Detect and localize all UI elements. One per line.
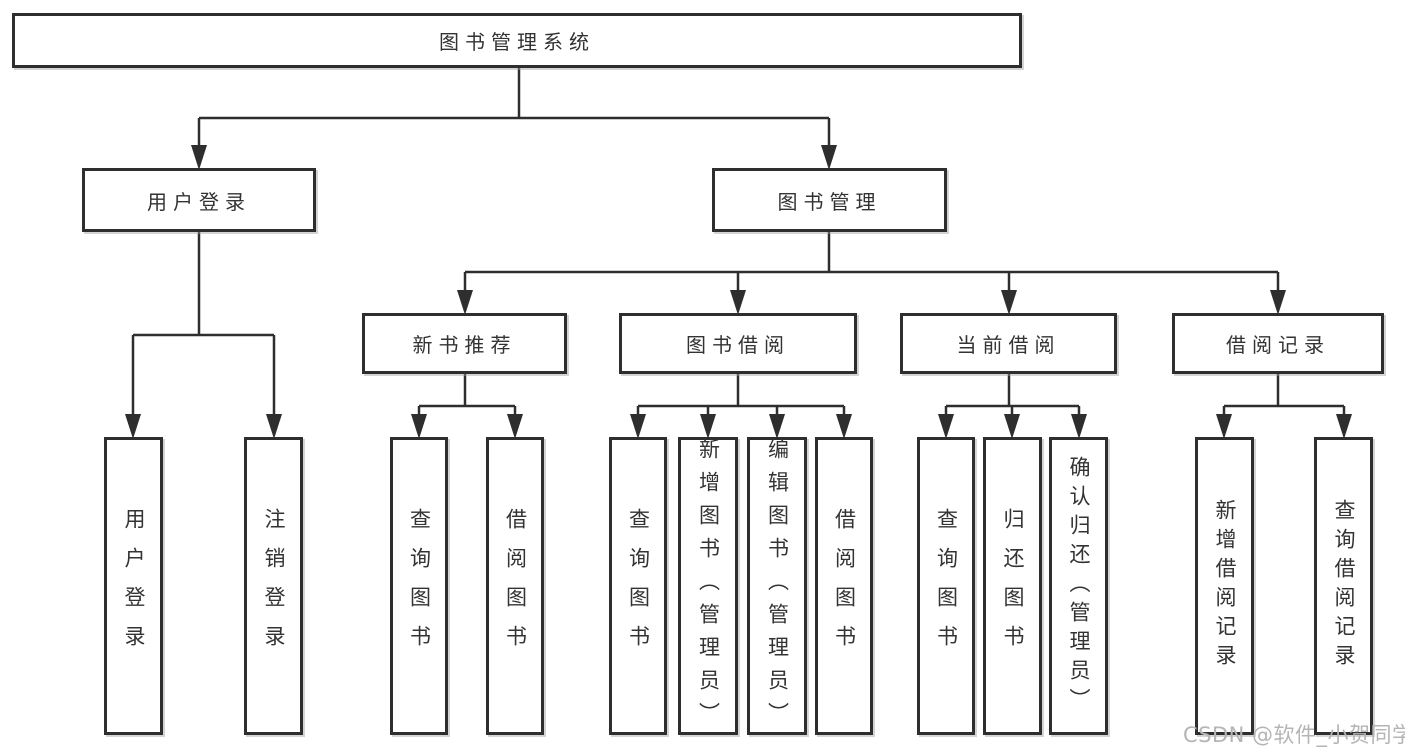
node-label: 借阅记录 xyxy=(1226,333,1330,357)
node-borrowing-records: 借阅记录 xyxy=(1172,313,1384,374)
leaf-edit-books-admin: 编辑图书（管理员） xyxy=(747,437,807,735)
leaf-add-books-admin: 新增图书（管理员） xyxy=(678,437,738,735)
node-label: 借阅图书 xyxy=(503,508,528,664)
node-label: 借阅图书 xyxy=(832,508,857,664)
node-label: 编辑图书（管理员） xyxy=(765,437,790,735)
node-label: 新增图书（管理员） xyxy=(696,437,721,735)
leaf-user-login: 用户登录 xyxy=(104,437,163,735)
node-book-management: 图书管理 xyxy=(712,168,947,232)
node-label: 确认归还（管理员） xyxy=(1067,455,1091,717)
leaf-query-books-borrowing: 查询图书 xyxy=(609,437,667,735)
node-label: 图书管理系统 xyxy=(439,30,595,54)
node-label: 用户登录 xyxy=(147,189,251,214)
node-label: 归还图书 xyxy=(1001,508,1025,664)
node-label: 新书推荐 xyxy=(412,333,517,357)
node-new-book-recommend: 新书推荐 xyxy=(362,313,567,374)
node-label: 新增借阅记录 xyxy=(1213,499,1237,673)
node-label: 查询图书 xyxy=(626,508,651,664)
node-label: 用户登录 xyxy=(122,508,146,664)
node-label: 查询借阅记录 xyxy=(1332,499,1356,673)
node-library-management-system: 图书管理系统 xyxy=(12,13,1022,68)
node-user-login: 用户登录 xyxy=(82,168,316,232)
node-label: 当前借阅 xyxy=(956,333,1061,357)
csdn-watermark: CSDN @软件_小贺同学 xyxy=(1183,723,1405,747)
leaf-query-borrow-record: 查询借阅记录 xyxy=(1314,437,1373,735)
leaf-query-books-current: 查询图书 xyxy=(917,437,975,735)
node-book-borrowing: 图书借阅 xyxy=(619,313,857,374)
leaf-logout: 注销登录 xyxy=(244,437,303,735)
node-label: 图书管理 xyxy=(777,189,882,214)
node-label: 图书借阅 xyxy=(686,333,790,357)
leaf-query-books-recommend: 查询图书 xyxy=(390,437,448,735)
leaf-borrow-books-recommend: 借阅图书 xyxy=(486,437,544,735)
node-label: 查询图书 xyxy=(934,508,959,664)
node-label: 查询图书 xyxy=(407,508,432,664)
leaf-confirm-return-admin: 确认归还（管理员） xyxy=(1049,437,1108,735)
node-current-borrowing: 当前借阅 xyxy=(900,313,1117,374)
node-label: 注销登录 xyxy=(262,508,286,664)
leaf-return-books: 归还图书 xyxy=(983,437,1042,735)
leaf-add-borrow-record: 新增借阅记录 xyxy=(1195,437,1254,735)
leaf-borrow-books: 借阅图书 xyxy=(815,437,873,735)
